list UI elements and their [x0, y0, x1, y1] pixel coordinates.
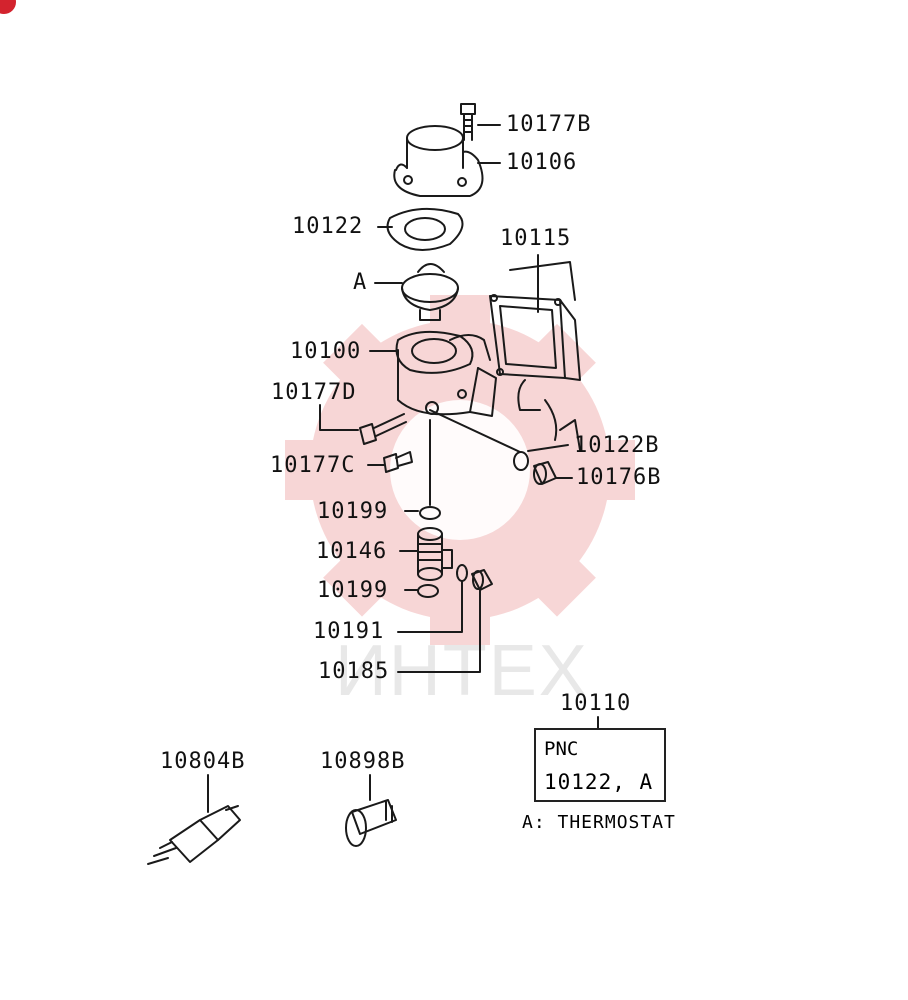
union-10146-icon [417, 527, 453, 581]
part-label-10898b: 10898B [320, 749, 406, 774]
part-label-10106: 10106 [506, 150, 578, 175]
pnc-box-title: PNC [544, 738, 579, 760]
bolt-10177d-icon [359, 413, 407, 445]
part-label-10177d: 10177D [271, 380, 357, 405]
corner-badge-icon[interactable] [0, 0, 16, 14]
bolt-10177c-icon [383, 451, 413, 473]
part-label-10146: 10146 [316, 539, 388, 564]
part-label-10100: 10100 [290, 339, 362, 364]
engine-block-10115-icon [489, 261, 581, 451]
plug-10898b-icon [345, 774, 397, 847]
thermostat-case-10100-icon [395, 330, 497, 417]
thermostat-a-icon [401, 263, 459, 321]
pnc-box: PNC 10122, A [534, 728, 666, 802]
part-label-10115: 10115 [500, 226, 572, 251]
part-label-10804b: 10804B [160, 749, 246, 774]
pnc-box-value: 10122, A [544, 770, 654, 794]
part-label-10122b: 10122B [574, 433, 660, 458]
bolt-10177b-icon [460, 103, 476, 141]
part-label-10185: 10185 [318, 659, 390, 684]
part-label-10191: 10191 [313, 619, 385, 644]
plug-10185-icon [471, 569, 493, 591]
part-label-10199-bottom: 10199 [317, 578, 389, 603]
washer-10191-icon [456, 564, 468, 582]
water-outlet-10106-icon [393, 125, 484, 197]
gasket-10122-icon [386, 207, 464, 251]
plug-10176b-icon [533, 461, 557, 485]
part-label-10177c: 10177C [270, 453, 356, 478]
o-ring-10122b-icon [513, 451, 529, 471]
part-label-a: A [353, 270, 368, 295]
part-label-10122: 10122 [292, 214, 364, 239]
o-ring-10199-top-icon [419, 506, 441, 520]
sensor-10804b-icon [147, 774, 241, 865]
part-label-10199-top: 10199 [317, 499, 389, 524]
part-label-10177b: 10177B [506, 112, 592, 137]
part-label-10110: 10110 [560, 691, 632, 716]
part-label-10176b: 10176B [576, 465, 662, 490]
o-ring-10199-bottom-icon [417, 584, 439, 598]
legend-note: A: THERMOSTAT [522, 812, 676, 833]
